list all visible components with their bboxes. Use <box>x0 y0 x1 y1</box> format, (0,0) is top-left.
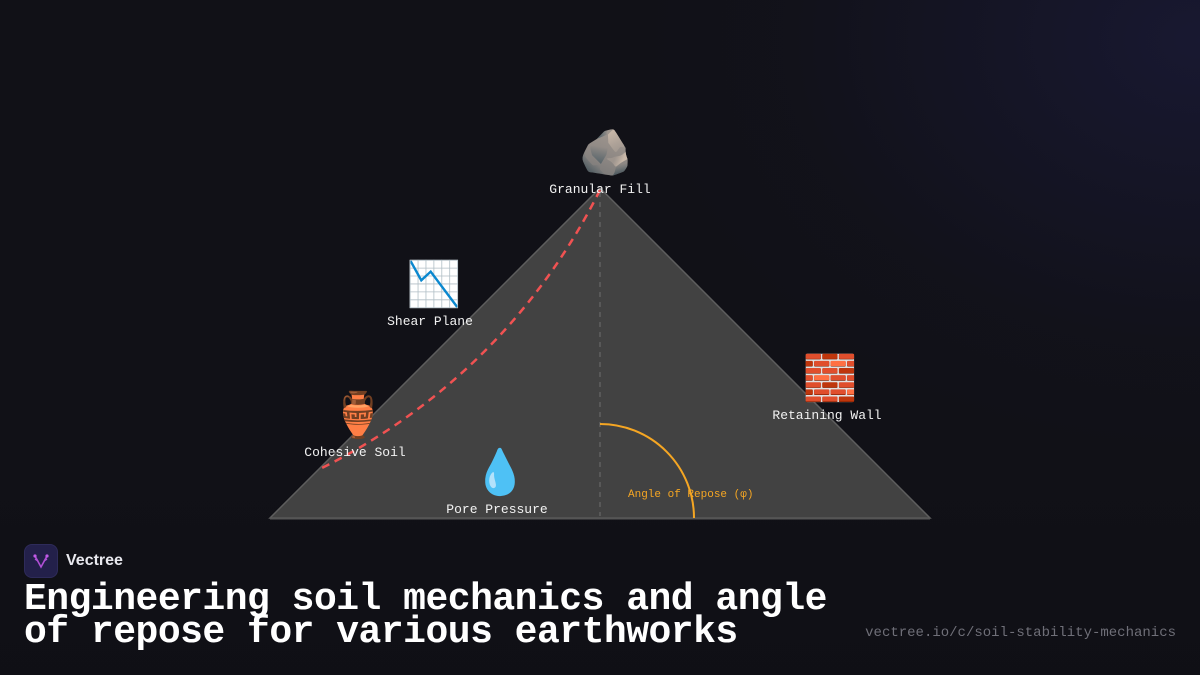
angle-of-repose-arc <box>599 423 695 519</box>
source-url[interactable]: vectree.io/c/soil-stability-mechanics <box>865 625 1176 641</box>
brick-icon: 🧱 <box>802 353 858 404</box>
chart-decreasing-icon: 📉 <box>406 259 462 310</box>
node-label: Pore Pressure <box>446 502 548 517</box>
amphora-icon: 🏺 <box>330 390 386 441</box>
shear-failure-curve <box>317 189 602 472</box>
node-label: Granular Fill <box>549 182 651 197</box>
node-shear-plane[interactable]: 📉 Shear Plane <box>387 259 473 330</box>
node-label: Shear Plane <box>387 314 473 329</box>
brand: Vectree <box>24 544 123 578</box>
node-label: Retaining Wall <box>772 408 882 423</box>
node-pore-pressure[interactable]: 💧 Pore Pressure <box>446 447 547 518</box>
node-granular-fill[interactable]: 🪨 Granular Fill <box>549 127 650 198</box>
brand-name: Vectree <box>66 552 123 569</box>
droplet-icon: 💧 <box>472 447 528 498</box>
rock-icon: 🪨 <box>578 127 634 178</box>
page-title: Engineering soil mechanics and angle of … <box>24 578 827 654</box>
node-retaining-wall[interactable]: 🧱 Retaining Wall <box>772 353 881 424</box>
angle-of-repose-label: Angle of Repose (φ) <box>628 489 754 501</box>
node-label: Cohesive Soil <box>304 445 406 460</box>
vectree-logo-icon <box>24 544 58 578</box>
node-cohesive-soil[interactable]: 🏺 Cohesive Soil <box>304 390 405 461</box>
